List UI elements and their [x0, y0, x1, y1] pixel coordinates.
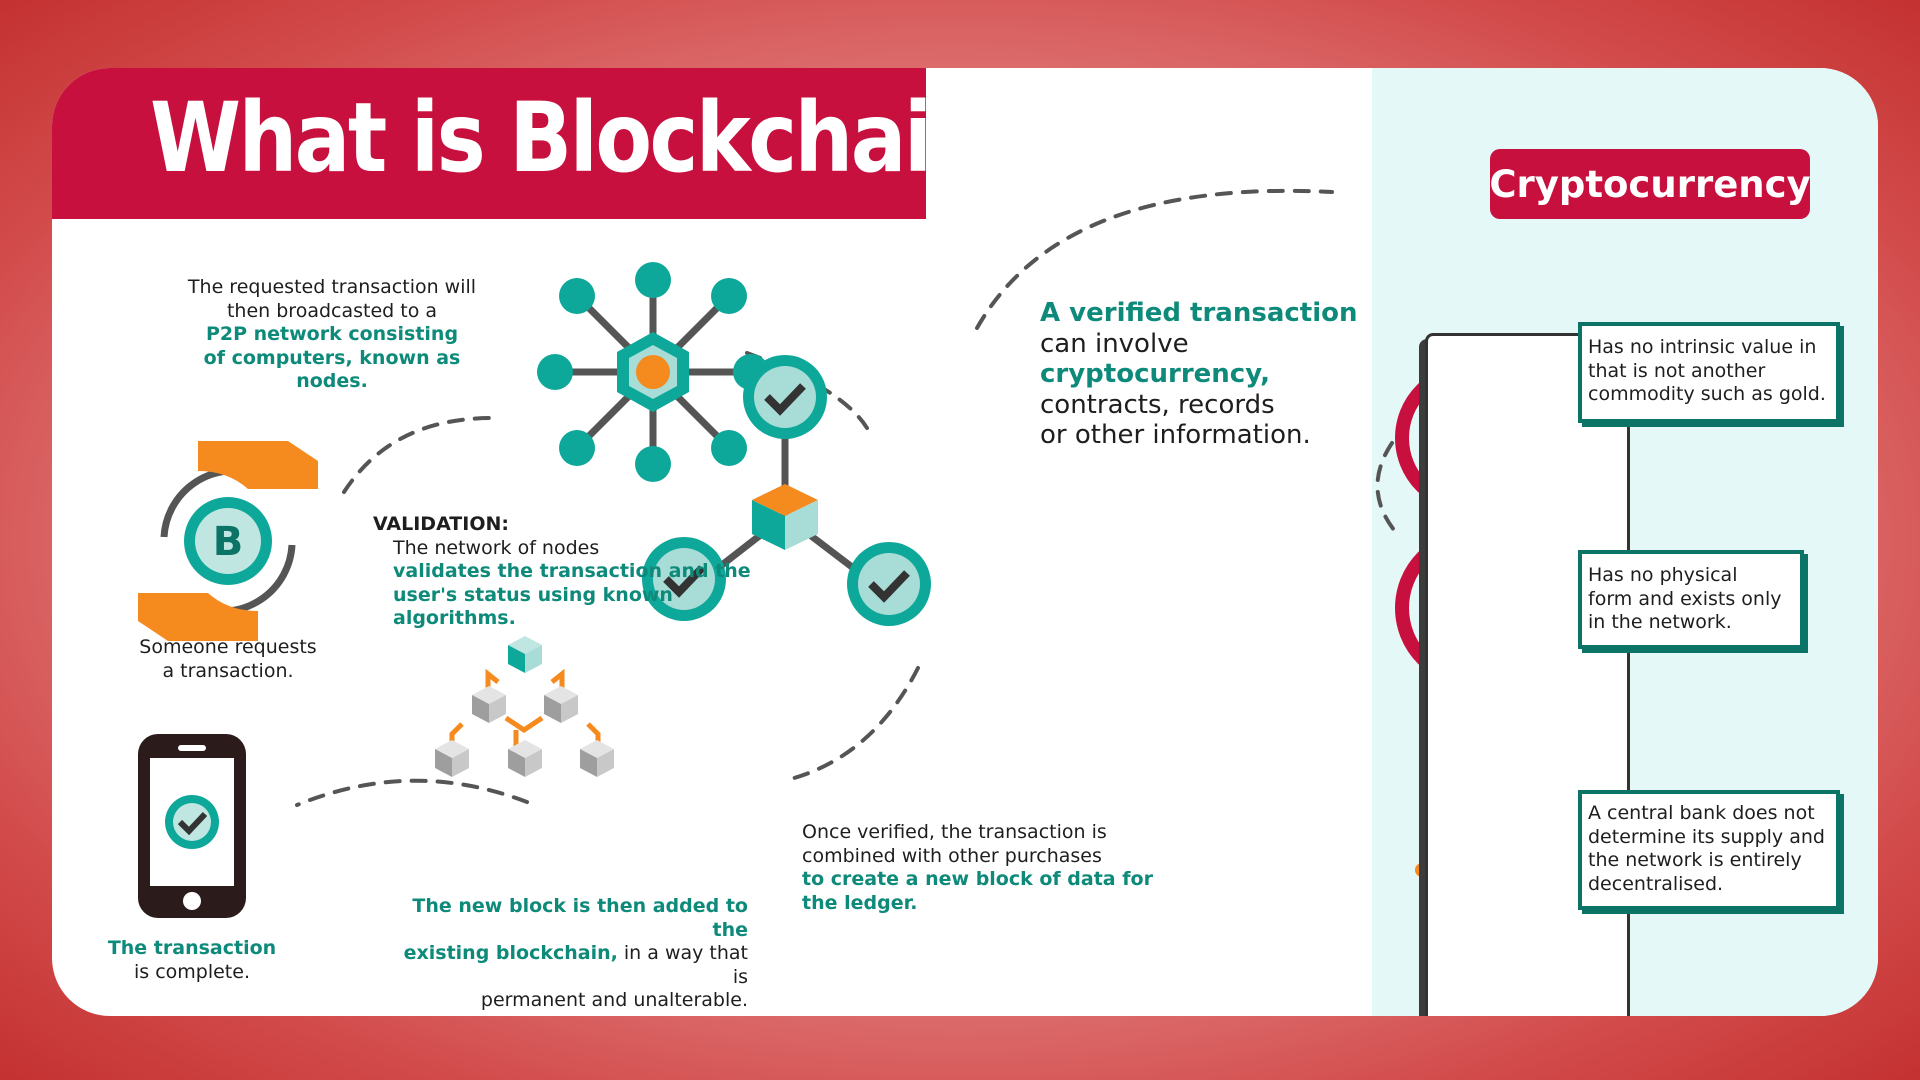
step-complete-text: The transaction is complete.: [102, 937, 282, 984]
crypto-fact-line: Has no physical: [1588, 564, 1738, 586]
crypto-fact-line: form and exists only: [1588, 587, 1782, 610]
page-title: What is Blockchain?: [150, 82, 1034, 194]
verified-highlight: cryptocurrency,: [1040, 359, 1271, 389]
added-line: permanent and unalterable.: [480, 989, 748, 1011]
crypto-fact-box: [1578, 790, 1840, 910]
step-validation-text: VALIDATION: The network of nodes validat…: [373, 513, 793, 631]
step-added-text: The new block is then added to the exist…: [392, 895, 748, 1013]
validation-highlight: validates the transaction and the: [393, 560, 751, 582]
combined-line: combined with other purchases: [802, 844, 1102, 867]
verified-highlight: A verified transaction: [1040, 298, 1358, 328]
connector-block-to-complete: [295, 778, 529, 807]
cube: [435, 740, 469, 777]
cube: [580, 740, 614, 777]
crypto-fact-line: Has no intrinsic value in: [1588, 336, 1817, 358]
broadcast-line: The requested transaction will: [187, 276, 477, 298]
verified-line: can involve: [1040, 328, 1189, 359]
cube: [544, 686, 578, 723]
combined-highlight: the ledger.: [802, 891, 918, 914]
combined-line: Once verified, the transaction is: [802, 821, 1107, 843]
svg-text:B: B: [213, 519, 244, 565]
crypto-fact-line: the network is entirely: [1588, 849, 1802, 871]
crypto-fact-line: decentralised.: [1588, 872, 1724, 895]
block-cube-icon: [752, 484, 818, 550]
check-circle-icon: [743, 355, 827, 439]
infographic-card: What is Blockchain? Cryptocurrency: [52, 68, 1878, 1016]
broadcast-highlight: P2P network consisting: [205, 323, 459, 345]
added-highlight: The new block is then added to the: [412, 895, 748, 941]
crypto-fact-line: that is not another: [1588, 359, 1766, 382]
added-highlight: existing blockchain,: [403, 942, 618, 964]
crypto-fact-line: determine its supply and: [1588, 825, 1825, 848]
complete-highlight: The transaction: [107, 937, 277, 959]
broadcast-highlight: of computers, known as nodes.: [203, 346, 461, 393]
cryptocurrency-badge: Cryptocurrency: [1489, 149, 1811, 219]
cube-top: [508, 636, 542, 673]
verified-line: or other information.: [1040, 420, 1311, 450]
check-circle-icon: [642, 537, 726, 621]
crypto-fact-line: commodity such as gold.: [1588, 383, 1826, 405]
phone-check-icon: [138, 734, 246, 918]
blockchain-blocks-icon: [435, 636, 614, 777]
title-banner: What is Blockchain?: [52, 68, 1034, 219]
connector-verify-to-block: [785, 666, 920, 782]
validation-highlight: user's status using known algorithms.: [393, 583, 673, 630]
connector-request-to-network: [342, 416, 494, 494]
crypto-fact-box: [1578, 550, 1804, 649]
added-line: in a way that is: [617, 942, 748, 988]
step-verified-text: A verified transaction can involve crypt…: [1040, 298, 1370, 451]
crypto-fact-3: A central bank does not determine its su…: [1588, 802, 1825, 896]
crypto-fact-box: [1578, 322, 1840, 423]
crypto-fact-line: A central bank does not: [1588, 802, 1815, 824]
verified-line: contracts, records: [1040, 389, 1275, 420]
combined-highlight: to create a new block of data for: [802, 868, 1153, 890]
step-broadcast-text: The requested transaction will then broa…: [172, 276, 492, 394]
step-request-text: Someone requests a transaction.: [139, 636, 317, 682]
step-combined-text: Once verified, the transaction is combin…: [802, 821, 1162, 915]
crypto-icon-column: [1425, 333, 1630, 1016]
node-network-icon: [537, 262, 769, 482]
crypto-fact-2: Has no physical form and exists only in …: [1588, 564, 1781, 635]
crypto-fact-line: in the network.: [1588, 611, 1732, 633]
cube: [472, 686, 506, 723]
cube: [508, 740, 542, 777]
validation-line: The network of nodes: [393, 536, 600, 559]
check-circle-icon: [847, 542, 931, 626]
crypto-fact-1: Has no intrinsic value in that is not an…: [1588, 336, 1826, 407]
verified-network-icon: [642, 355, 931, 626]
request-transaction-icon: B: [138, 441, 318, 641]
validation-heading: VALIDATION:: [373, 513, 509, 535]
connector-panel-1: [1375, 441, 1396, 532]
broadcast-line: then broadcasted to a: [226, 299, 438, 322]
complete-line: is complete.: [133, 960, 250, 983]
